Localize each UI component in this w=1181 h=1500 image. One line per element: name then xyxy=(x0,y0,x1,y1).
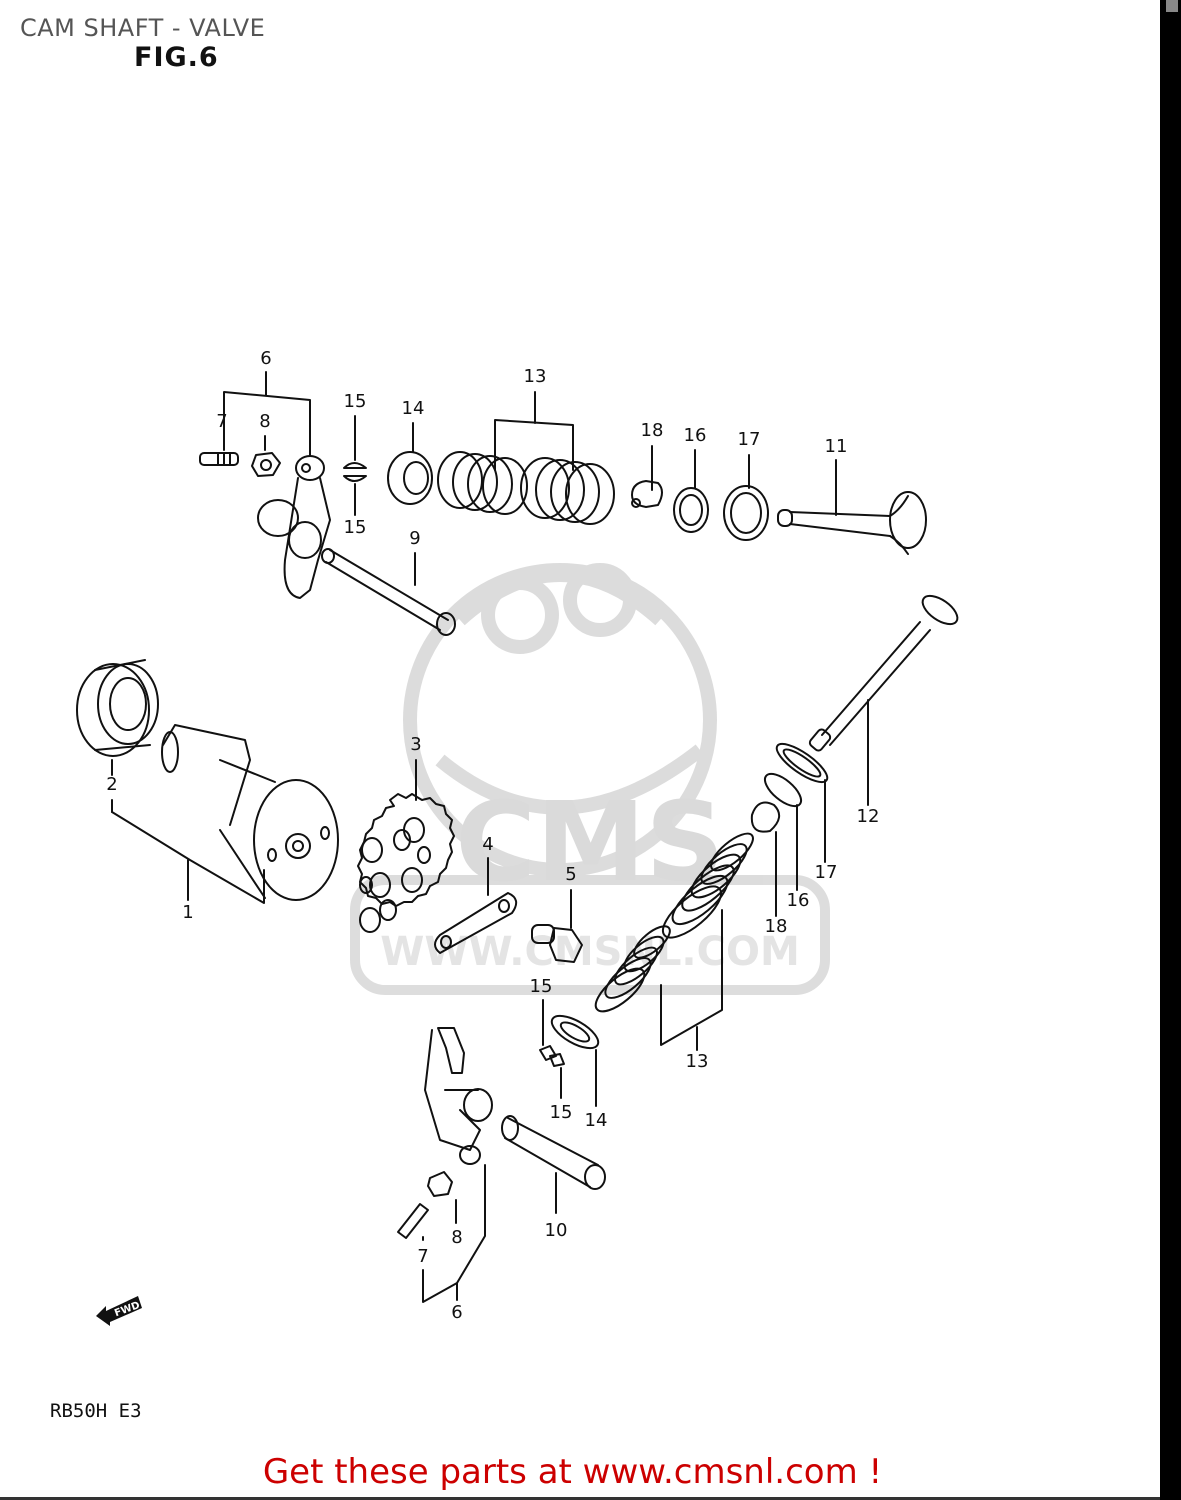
rocker-shaft-upper xyxy=(321,548,456,636)
forward-arrow-icon: FWD xyxy=(94,1292,144,1332)
callout-4: 4 xyxy=(482,834,493,855)
callout-16-upper: 16 xyxy=(684,425,707,446)
adjust-screw-upper xyxy=(199,452,239,466)
callout-13-lower: 13 xyxy=(686,1051,709,1072)
model-code: RB50H E3 xyxy=(50,1400,142,1422)
exhaust-valve xyxy=(808,594,959,806)
svg-text:FWD: FWD xyxy=(113,1300,141,1319)
rocker-arm-bracket-lower xyxy=(422,1164,486,1303)
sprocket-lock-plate xyxy=(434,857,518,954)
svg-text:CMS: CMS xyxy=(455,778,724,906)
callout-9: 9 xyxy=(409,528,420,549)
callout-16-lower: 16 xyxy=(787,890,810,911)
spring-seat-outer-upper xyxy=(723,454,769,541)
callout-17-upper: 17 xyxy=(738,429,761,450)
callout-14-upper: 14 xyxy=(402,398,425,419)
scan-edge-border xyxy=(1160,0,1181,1500)
intake-valve xyxy=(777,459,927,555)
callout-13-upper: 13 xyxy=(524,366,547,387)
rocker-arm-bracket-upper xyxy=(223,371,311,456)
bearing xyxy=(76,659,159,813)
callout-12: 12 xyxy=(857,806,880,827)
valve-cotter-upper xyxy=(343,415,367,516)
spring-retainer-lower xyxy=(550,1014,600,1107)
cms-watermark xyxy=(350,563,830,995)
cms-watermark-text: CMS WWW.CMSNL.COM xyxy=(380,778,800,975)
camshaft xyxy=(111,724,339,904)
callout-8-upper: 8 xyxy=(259,411,270,432)
callout-15-c: 15 xyxy=(530,976,553,997)
callout-11: 11 xyxy=(825,436,848,457)
lock-nut-upper xyxy=(251,452,281,477)
callout-14-lower: 14 xyxy=(585,1110,608,1131)
callout-7-lower: 7 xyxy=(417,1246,428,1267)
page-title: CAM SHAFT - VALVE xyxy=(20,14,266,42)
callout-15-d: 15 xyxy=(550,1102,573,1123)
bottom-border xyxy=(0,1497,1160,1500)
valve-cotter-lower xyxy=(539,999,565,1099)
adjust-screw-lower xyxy=(397,1203,429,1241)
cta-link[interactable]: Get these parts at www.cmsnl.com ! xyxy=(262,1452,883,1492)
stem-seal-lower xyxy=(750,801,781,917)
callout-5: 5 xyxy=(565,864,576,885)
rocker-shaft-lower xyxy=(501,1115,606,1214)
sprocket-bolt xyxy=(531,889,583,963)
spring-seat-outer-lower xyxy=(775,742,829,863)
callout-2: 2 xyxy=(106,774,117,795)
callout-labels: 1 2 3 4 5 6 6 7 7 8 8 9 10 11 12 13 13 1… xyxy=(106,348,879,1323)
stem-seal-upper xyxy=(631,445,663,508)
callout-10: 10 xyxy=(545,1220,568,1241)
callout-8-lower: 8 xyxy=(451,1227,462,1248)
callout-7-upper: 7 xyxy=(216,411,227,432)
spring-seat-upper xyxy=(673,449,709,533)
spring-seat-lower xyxy=(763,772,803,891)
figure-number: FIG.6 xyxy=(134,42,219,73)
callout-3: 3 xyxy=(410,734,421,755)
lock-nut-lower xyxy=(427,1171,457,1224)
svg-text:WWW.CMSNL.COM: WWW.CMSNL.COM xyxy=(380,929,800,975)
rocker-arm-lower xyxy=(424,1027,493,1165)
cam-sprocket xyxy=(357,759,455,933)
scan-thumbnail xyxy=(1166,0,1178,12)
spring-retainer-upper xyxy=(387,422,433,505)
rocker-arm-upper xyxy=(257,455,331,599)
callout-1: 1 xyxy=(182,902,193,923)
callout-6-upper: 6 xyxy=(260,348,271,369)
callout-15-b: 15 xyxy=(344,517,367,538)
callout-18-upper: 18 xyxy=(641,420,664,441)
valve-springs-lower xyxy=(594,832,754,1051)
callout-15-a: 15 xyxy=(344,391,367,412)
callout-6-lower: 6 xyxy=(451,1302,462,1323)
callout-17-lower: 17 xyxy=(815,862,838,883)
cta-banner[interactable]: Get these parts at www.cmsnl.com ! xyxy=(0,1452,1181,1492)
valve-springs-upper xyxy=(437,391,615,525)
callout-18-lower: 18 xyxy=(765,916,788,937)
